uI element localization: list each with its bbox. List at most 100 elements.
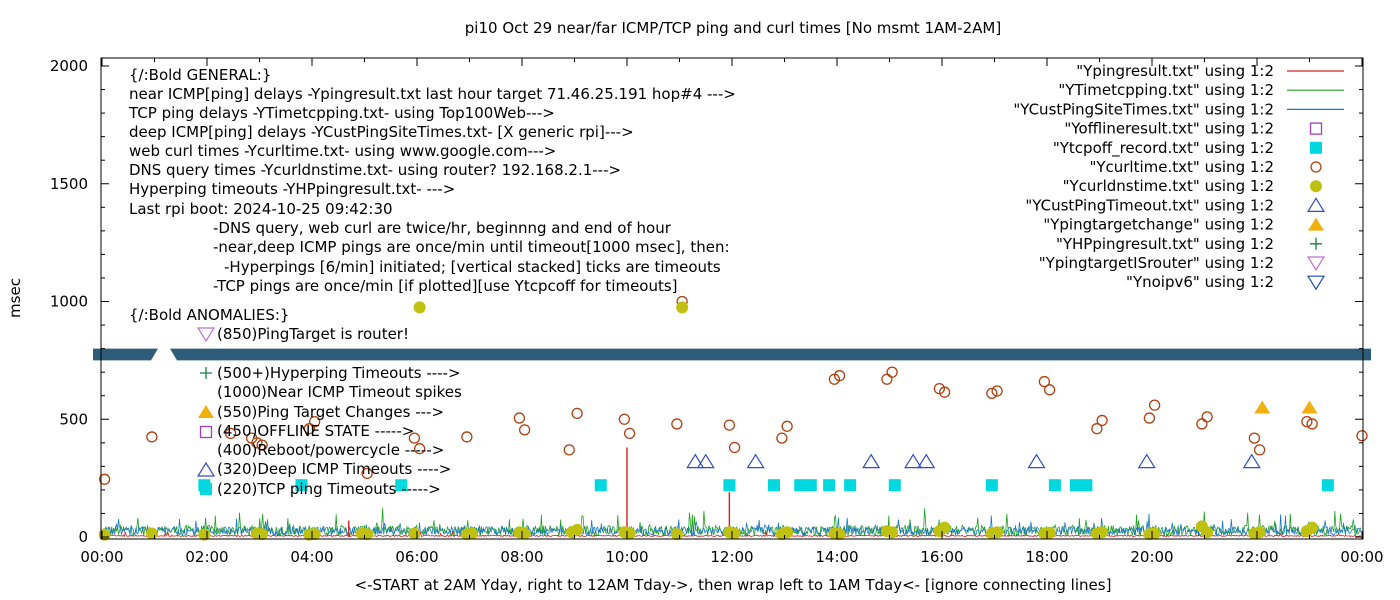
data-point: [1321, 479, 1334, 492]
data-point: [256, 439, 268, 451]
data-point: [676, 301, 689, 314]
data-point: [1043, 384, 1056, 396]
data-point: [563, 444, 575, 456]
annotation-line: {/:Bold ANOMALIES:}: [129, 306, 289, 324]
data-point: [823, 479, 836, 492]
data-point: [518, 527, 531, 540]
data-point: [938, 386, 951, 398]
legend-swatch: [1306, 275, 1326, 291]
band-left: [93, 348, 158, 361]
legend-swatch: [1310, 161, 1322, 173]
x-tick-label: 10:00: [605, 548, 648, 566]
data-point: [1143, 412, 1156, 424]
data-point: [413, 443, 426, 455]
data-point: [1069, 479, 1082, 492]
annotation-line: -TCP pings are once/min [if plotted][use…: [213, 277, 678, 295]
legend: "Ypingresult.txt" using 1:2"YTimetcpping…: [1013, 62, 1344, 291]
data-point: [768, 479, 780, 492]
truncation-band: [93, 348, 1371, 361]
data-point: [986, 387, 998, 399]
legend-swatch: [1310, 141, 1322, 154]
data-point: [723, 419, 736, 431]
legend-label: "Ypingresult.txt" using 1:2: [1076, 62, 1274, 80]
data-point: [146, 431, 158, 443]
annotation-marker: [198, 405, 214, 418]
data-point: [466, 527, 479, 540]
data-point: [395, 479, 408, 492]
annotation-line: DNS query times -Ycurldnstime.txt- using…: [129, 161, 621, 179]
data-point: [145, 527, 158, 540]
data-point: [513, 412, 526, 424]
data-point: [886, 526, 899, 539]
annotation-line: (500+)Hyperping Timeouts ---->: [217, 364, 461, 382]
annotation-line: near ICMP[ping] delays -Ypingresult.txt …: [129, 85, 736, 103]
annotation-line: (320)Deep ICMP Timeouts ---->: [217, 460, 451, 478]
annotation-marker: [200, 367, 212, 379]
data-point: [1038, 375, 1051, 388]
data-point: [256, 528, 269, 541]
data-point: [594, 479, 607, 492]
x-tick-label: 20:00: [1130, 548, 1173, 566]
annotation-line: TCP ping delays -YTimetcpping.txt- using…: [128, 104, 555, 122]
data-point: [518, 424, 531, 436]
data-point: [696, 453, 715, 469]
annotation-marker: [199, 425, 213, 439]
chart-title: pi10 Oct 29 near/far ICMP/TCP ping and c…: [465, 19, 1001, 37]
data-point: [1248, 432, 1261, 444]
data-point: [1201, 526, 1214, 539]
data-point: [224, 427, 237, 440]
data-point: [728, 527, 741, 540]
data-point: [746, 453, 765, 469]
annotation-line: (400)Reboot/powercycle ----->: [217, 441, 444, 459]
x-tick-label: 00:00: [80, 548, 123, 566]
annotation-marker: [196, 461, 216, 477]
y-tick-label: 2000: [50, 57, 88, 75]
data-point: [1242, 453, 1261, 469]
annotation-line: (220)TCP ping Timeouts ----->: [217, 480, 441, 498]
y-tick-label: 1500: [50, 175, 88, 193]
data-point: [881, 373, 893, 385]
data-point: [794, 479, 807, 492]
legend-swatch: [1306, 197, 1326, 212]
data-point: [1306, 418, 1318, 430]
annotation-line: (850)PingTarget is router!: [217, 325, 409, 343]
annotation-line: {/:Bold GENERAL:}: [129, 66, 271, 84]
data-point: [904, 453, 923, 469]
data-point: [671, 418, 683, 430]
annotation-marker: [196, 327, 216, 343]
x-tick-label: 06:00: [395, 548, 438, 566]
data-point: [938, 521, 951, 534]
band-right: [170, 348, 1371, 361]
x-axis-label: <-START at 2AM Yday, right to 12AM Tday-…: [355, 576, 1112, 594]
data-point: [98, 473, 111, 485]
data-point: [308, 415, 321, 428]
annotation-line: (450)OFFLINE STATE ----->: [217, 422, 414, 440]
annotation-line: Last rpi boot: 2024-10-25 09:42:30: [129, 200, 393, 218]
annotation-line: -DNS query, web curl are twice/hr, begin…: [213, 219, 672, 237]
legend-label: "Yofflineresult.txt" using 1:2: [1064, 120, 1274, 138]
data-point: [1048, 479, 1061, 492]
x-tick-label: 04:00: [290, 548, 333, 566]
data-point: [461, 431, 473, 443]
data-point: [1091, 423, 1103, 435]
data-point: [1043, 526, 1056, 539]
data-point: [723, 479, 736, 492]
data-point: [1148, 399, 1161, 411]
data-point: [1254, 400, 1271, 414]
data-point: [408, 432, 421, 444]
data-point: [804, 479, 817, 492]
y-tick-label: 500: [59, 410, 88, 428]
legend-swatch: [1309, 122, 1323, 135]
legend-label: "Ytcpoff_record.txt" using 1:2: [1053, 139, 1274, 158]
legend-swatch: [1306, 256, 1326, 272]
data-point: [361, 528, 374, 541]
data-point: [1096, 414, 1108, 427]
data-point: [1137, 453, 1156, 469]
legend-label: "Ypingtargetchange" using 1:2: [1043, 216, 1274, 234]
legend-label: "YTimetcpping.txt" using 1:2: [1058, 81, 1274, 99]
data-point: [781, 526, 794, 539]
x-tick-label: 02:00: [185, 548, 228, 566]
data-point: [361, 467, 373, 480]
legend-label: "Ynoipv6" using 1:2: [1126, 273, 1274, 291]
